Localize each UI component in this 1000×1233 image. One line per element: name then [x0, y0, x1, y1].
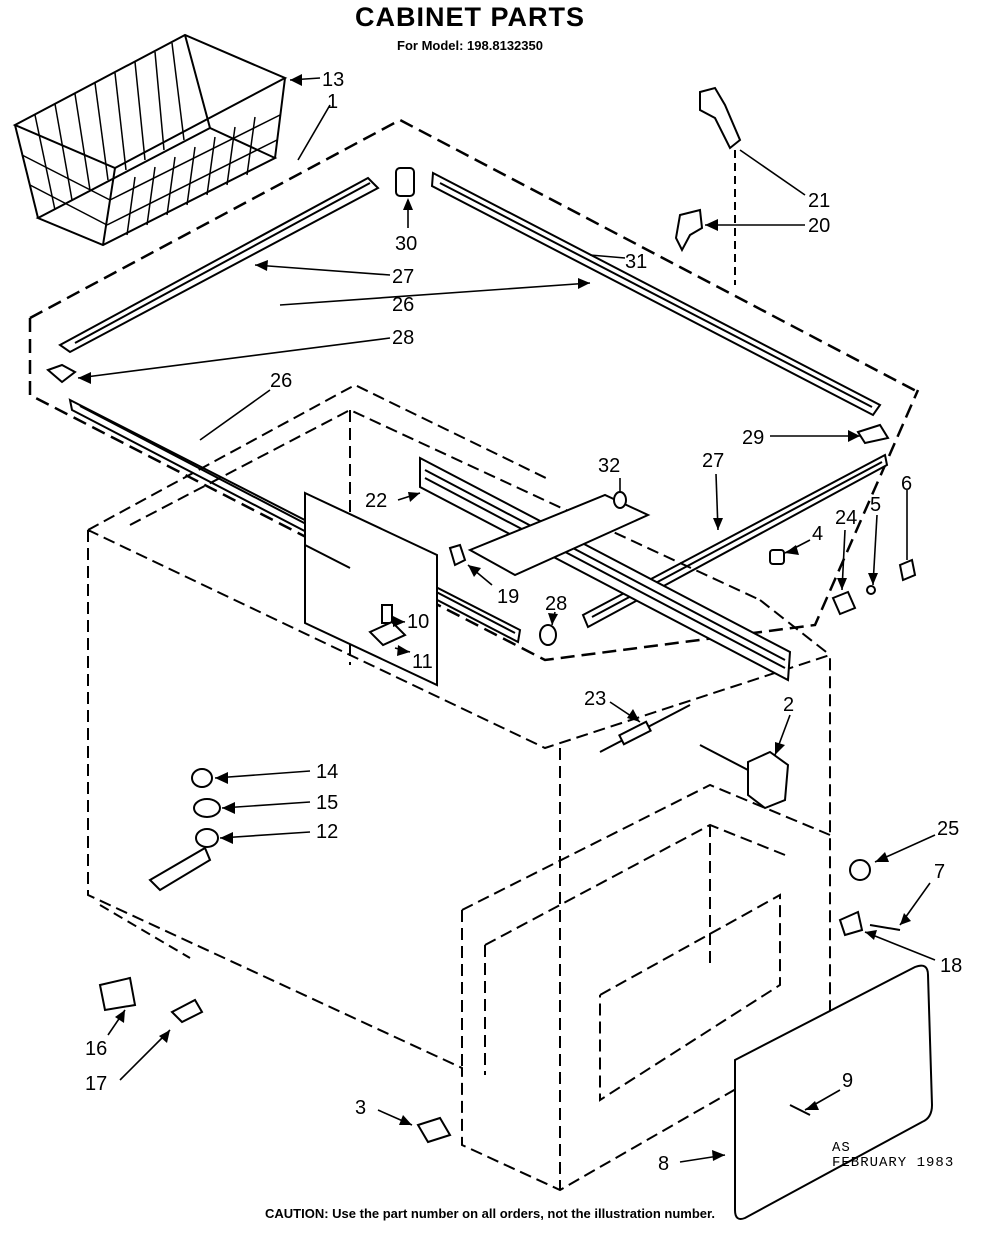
callout-7: 7 [934, 861, 945, 883]
callout-27-right: 27 [702, 450, 724, 472]
compressor-compartment [461, 783, 831, 1102]
callout-8: 8 [658, 1153, 669, 1175]
callout-14: 14 [316, 761, 338, 783]
callout-10: 10 [407, 611, 429, 633]
callout-6: 6 [901, 473, 912, 495]
control-plate [467, 493, 651, 577]
callout-11: 11 [412, 651, 433, 673]
callout-19: 19 [497, 586, 519, 608]
callout-27-top: 27 [392, 266, 414, 288]
callout-22: 22 [365, 490, 387, 512]
callout-26-top: 26 [392, 294, 414, 316]
leader-lines [77, 77, 936, 1163]
callout-28-top: 28 [392, 327, 414, 349]
page-title: CABINET PARTS [354, 2, 585, 32]
callout-21: 21 [808, 190, 830, 212]
callout-labels: 13 1 21 20 30 31 27 26 28 26 29 32 27 6 … [85, 69, 962, 1175]
callout-17: 17 [85, 1073, 107, 1095]
callout-5: 5 [870, 494, 881, 516]
revision-stamp: AS FEBRUARY 1983 [832, 1141, 954, 1171]
cabinet-body [87, 383, 831, 1192]
callout-25: 25 [937, 818, 959, 840]
callout-26-front: 26 [270, 370, 292, 392]
hinge-plate [304, 491, 438, 687]
callout-1: 1 [327, 91, 338, 113]
callout-9: 9 [842, 1070, 853, 1092]
caution-note: CAUTION: Use the part number on all orde… [265, 1206, 715, 1221]
lid-hinge-assembly [674, 86, 742, 285]
callout-2: 2 [783, 694, 794, 716]
callout-28-mid: 28 [545, 593, 567, 615]
callout-12: 12 [316, 821, 338, 843]
lid-outline [28, 118, 920, 662]
callout-32: 32 [598, 455, 620, 477]
stamp-line-2: FEBRUARY 1983 [832, 1155, 955, 1171]
callout-18: 18 [940, 955, 962, 977]
callout-30: 30 [395, 233, 417, 255]
callout-31: 31 [625, 251, 647, 273]
callout-29: 29 [742, 427, 764, 449]
callout-16: 16 [85, 1038, 107, 1060]
arrowheads [78, 74, 911, 1161]
small-parts [46, 167, 917, 1144]
callout-15: 15 [316, 792, 338, 814]
callout-20: 20 [808, 215, 830, 237]
callout-23: 23 [584, 688, 606, 710]
access-panel [734, 964, 934, 1220]
callout-24: 24 [835, 507, 857, 529]
callout-4: 4 [812, 523, 823, 545]
back-panel-rail [419, 456, 792, 682]
stamp-line-1: AS [832, 1140, 851, 1156]
lid-gasket-left [58, 176, 380, 354]
model-subtitle: For Model: 198.8132350 [397, 38, 543, 53]
lid-gasket-back [430, 171, 882, 417]
callout-13: 13 [322, 69, 344, 91]
callout-3: 3 [355, 1097, 366, 1119]
wire-basket [12, 33, 288, 247]
